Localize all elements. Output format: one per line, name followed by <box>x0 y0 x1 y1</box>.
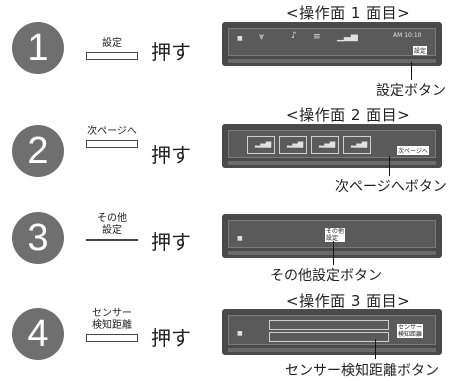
panel-dot-icon: ■ <box>237 35 243 42</box>
screen-3-heading: <操作面 3 面目> <box>286 292 411 310</box>
callout-sensor-distance-button: センサー検知距離ボタン <box>285 363 439 379</box>
step-2-action: 押す <box>151 143 191 167</box>
panel-level-icon: ▁▃▅ <box>337 32 358 42</box>
step-4-button-label-1: センサー <box>92 308 132 319</box>
step-4-number: 4 <box>12 308 64 360</box>
panel-screen-2: ▂▄▆ ▂▄▆ ▂▄▆ ▂▄▆ 次ページへ <box>222 124 442 168</box>
panel-screen-3: ■ その他 設定 <box>222 214 442 258</box>
step-3-button-label-1: その他 <box>97 213 127 224</box>
step-3-button-label-2: 設定 <box>102 225 122 236</box>
step-2-button-icon: 次ページへ <box>84 118 140 148</box>
panel-clock: AM 10:10 <box>393 32 422 39</box>
level-bars-icon: ▂▄▆ <box>319 140 336 148</box>
screen-1-heading: <操作面 1 面目> <box>286 4 411 22</box>
panel-temp-icon: ♪ <box>291 31 297 41</box>
panel-sensor-distance-button[interactable]: センサー 検知距離 <box>397 324 424 338</box>
step-3-number: 3 <box>12 212 64 264</box>
level-bars-icon: ▂▄▆ <box>255 140 272 148</box>
button-bar-icon <box>86 239 138 241</box>
panel-next-page-button[interactable]: 次ページへ <box>397 146 429 155</box>
step-3-button-icon: その他 設定 <box>84 213 140 241</box>
panel-other-settings-button[interactable]: その他 設定 <box>325 228 346 242</box>
step-3-action: 押す <box>151 230 191 254</box>
panel-dot-icon: ■ <box>237 235 243 242</box>
step-1-button-label: 設定 <box>102 38 122 49</box>
step-1-action: 押す <box>151 40 191 64</box>
button-bar-icon <box>86 140 138 148</box>
step-2-number: 2 <box>12 125 64 177</box>
callout-line-4 <box>375 339 376 359</box>
callout-other-settings-button: その他設定ボタン <box>270 268 382 284</box>
button-bar-icon <box>86 52 138 60</box>
step-1-button-icon: 設定 <box>84 30 140 60</box>
panel-screen-1: ■ ⩔ ♪ ≡ ▁▃▅ AM 10:10 設定 <box>222 22 442 66</box>
callout-next-page-button: 次ページへボタン <box>335 179 447 195</box>
step-1-number: 1 <box>12 22 64 74</box>
panel-settings-button[interactable]: 設定 <box>413 46 428 55</box>
callout-line-3 <box>333 241 334 265</box>
step-2-button-label: 次ページへ <box>87 126 137 137</box>
callout-line-2 <box>389 156 390 176</box>
panel-dot-icon: ■ <box>237 330 243 337</box>
level-bars-icon: ▂▄▆ <box>287 140 304 148</box>
step-4-button-icon: センサー 検知距離 <box>84 306 140 342</box>
step-4-action: 押す <box>151 326 191 350</box>
panel-fan-icon: ⩔ <box>259 32 265 42</box>
screen-2-heading: <操作面 2 面目> <box>286 106 411 124</box>
callout-line-1 <box>411 62 412 80</box>
panel-wind-icon: ≡ <box>313 32 321 42</box>
level-bars-icon: ▂▄▆ <box>351 140 368 148</box>
callout-settings-button: 設定ボタン <box>376 83 446 99</box>
panel-screen-4: ■ センサー 検知距離 <box>222 309 442 355</box>
button-bar-icon <box>86 334 138 342</box>
step-4-button-label-2: 検知距離 <box>92 320 132 331</box>
